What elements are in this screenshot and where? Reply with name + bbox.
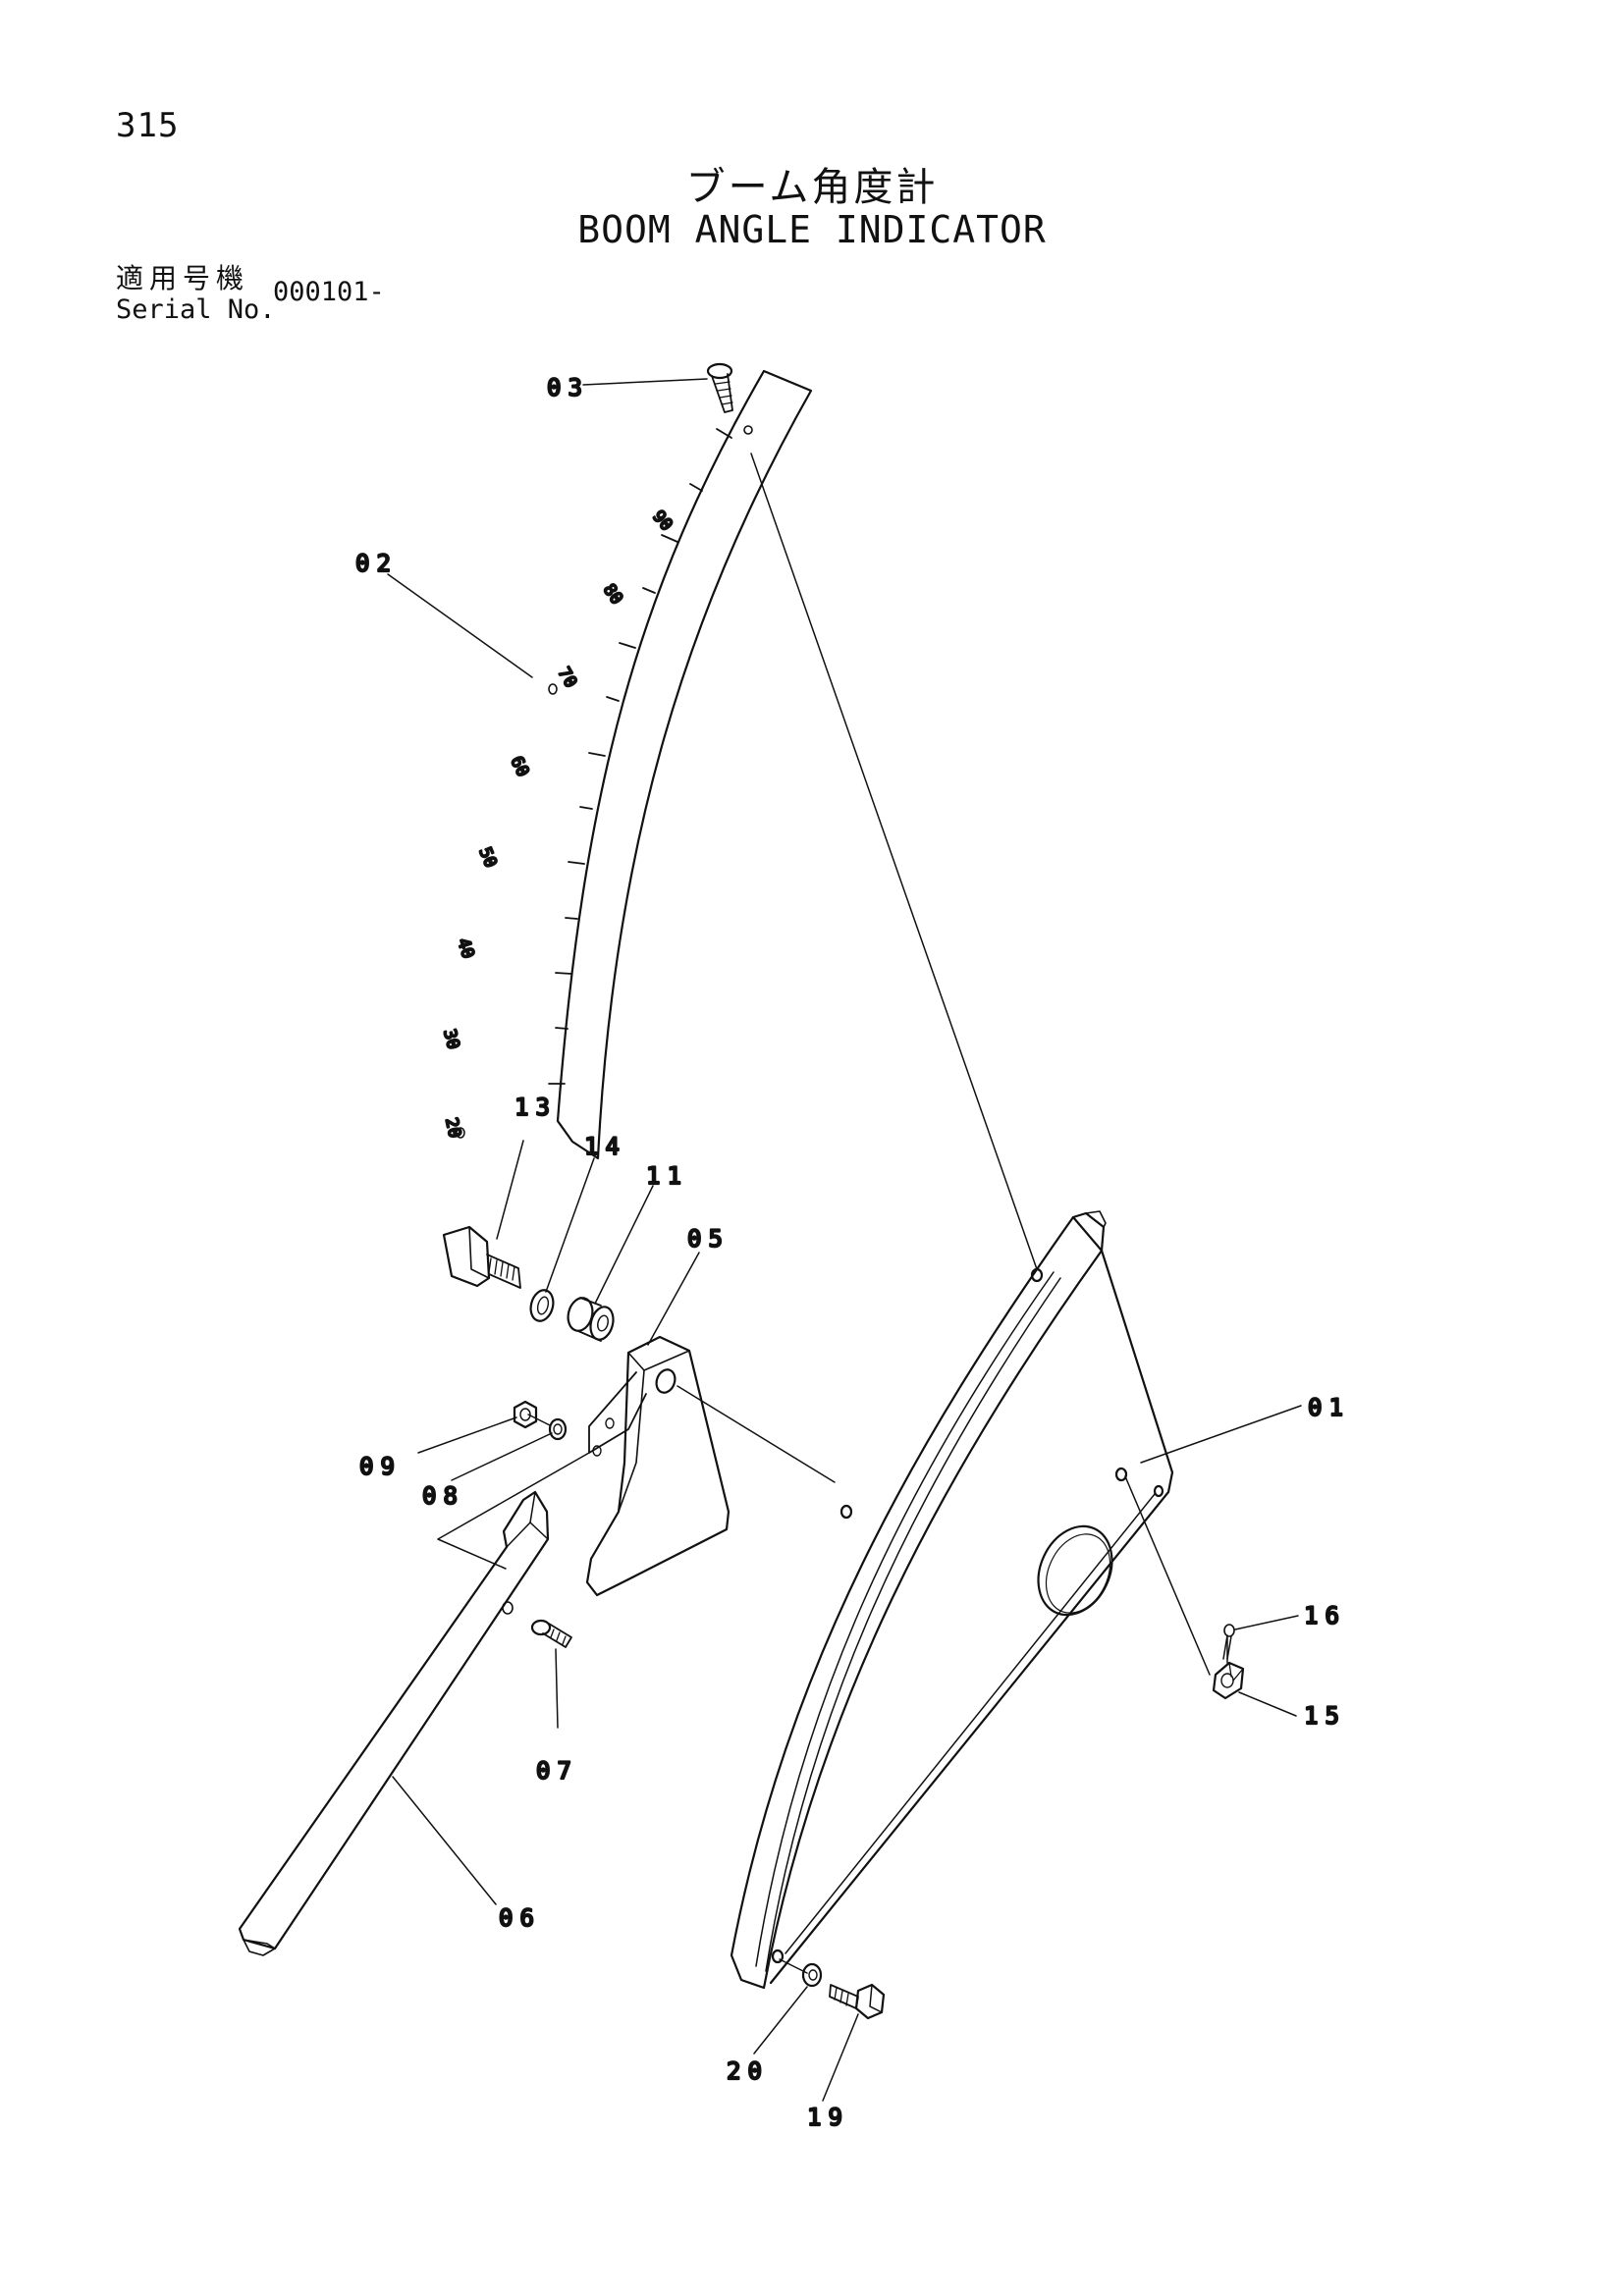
assembly-lines (437, 453, 1228, 1974)
callout-14: 14 (584, 1133, 626, 1160)
part-03-screw (706, 362, 733, 413)
callout-06: 06 (499, 1904, 541, 1932)
callout-08: 08 (422, 1482, 464, 1510)
callout-19: 19 (807, 2104, 849, 2131)
serial-label-english: Serial No. (116, 294, 276, 325)
callout-09: 09 (359, 1453, 402, 1480)
serial-number-value: 000101- (273, 277, 385, 307)
part-02-angle-scale: 20 30 40 50 60 70 80 90 (438, 369, 813, 1160)
page-number: 315 (116, 106, 180, 145)
part-09-nut (513, 1400, 538, 1429)
callout-02: 02 (355, 550, 398, 577)
callout-13: 13 (514, 1094, 557, 1121)
callout-03: 03 (547, 374, 589, 401)
part-14-washer (529, 1289, 555, 1322)
part-13-bolt (442, 1225, 521, 1289)
scale-label-80: 80 (599, 580, 626, 608)
scale-tick-marks (548, 428, 732, 1085)
scale-label-60: 60 (507, 753, 533, 779)
part-15-castle-nut (1212, 1661, 1245, 1700)
callout-15: 15 (1304, 1702, 1346, 1730)
part-01-quadrant-plate (730, 1210, 1174, 1990)
callout-01: 01 (1308, 1394, 1350, 1421)
scale-label-70: 70 (554, 665, 581, 692)
part-19-bolt (829, 1983, 886, 2020)
callout-16: 16 (1304, 1602, 1346, 1629)
callout-05: 05 (687, 1225, 730, 1253)
part-07-screw (530, 1619, 572, 1648)
leader-lines (387, 378, 1302, 2102)
scale-label-90: 90 (648, 507, 676, 535)
title-japanese: ブーム角度計 (685, 165, 939, 210)
serial-label-japanese: 適用号機 (116, 262, 250, 294)
part-11-collar (567, 1297, 615, 1342)
scale-label-40: 40 (453, 935, 477, 961)
scale-label-30: 30 (439, 1027, 462, 1051)
part-20-washer (801, 1962, 823, 1988)
callout-07: 07 (536, 1757, 578, 1785)
part-05-bracket (585, 1335, 731, 1597)
title-english: BOOM ANGLE INDICATOR (577, 208, 1047, 251)
scale-label-50: 50 (474, 844, 500, 870)
part-16-cotter-pin (1222, 1624, 1235, 1660)
part-06-pointer-arm (238, 1490, 550, 1956)
part-08-washer (548, 1417, 568, 1441)
callout-20: 20 (727, 2057, 769, 2085)
callout-11: 11 (646, 1162, 688, 1190)
